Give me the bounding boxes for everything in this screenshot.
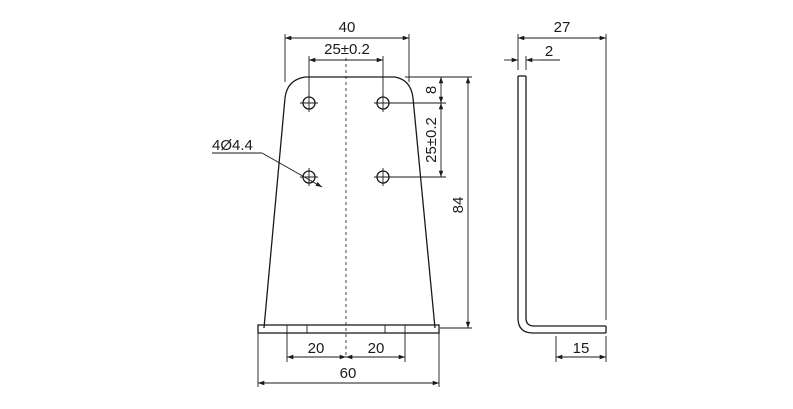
dim-label-side-foot: 15	[573, 340, 590, 357]
side-profile-outer	[517, 76, 606, 334]
dim-label-side-thickness: 2	[545, 43, 553, 60]
dimension-side-foot: 15	[555, 336, 607, 362]
mounting-hole	[374, 94, 392, 112]
dim-label-side-depth: 27	[554, 19, 571, 36]
mounting-hole	[300, 168, 318, 186]
dim-label-top-width: 40	[339, 19, 356, 36]
mounting-hole	[374, 168, 392, 186]
dimension-hole-spacing-horizontal: 25±0.2	[308, 41, 384, 96]
dim-label-hole-callout: 4Ø4.4	[212, 137, 253, 154]
side-view: 27 2 15	[504, 19, 607, 362]
dimension-side-depth: 27	[517, 19, 607, 320]
dim-label-height: 84	[450, 197, 467, 214]
dim-label-hole-spacing-vertical: 25±0.2	[423, 117, 440, 163]
base-flange	[257, 324, 440, 334]
dim-label-base-right-half: 20	[368, 340, 385, 357]
dim-label-hole-top-offset: 8	[423, 86, 440, 94]
mounting-hole	[300, 94, 318, 112]
dimension-hole-top-offset: 8	[390, 76, 446, 104]
dimension-side-thickness: 2	[504, 43, 560, 70]
dim-label-base-left-half: 20	[308, 340, 325, 357]
dimension-hole-spacing-vertical: 25±0.2	[390, 103, 446, 178]
side-profile-inner	[525, 76, 606, 327]
dimension-base-width: 60	[257, 333, 440, 387]
dim-label-base-width: 60	[340, 365, 357, 382]
dimension-top-width: 40	[284, 19, 410, 82]
front-view: 40 25±0.2 4Ø4.4 8 25±0.2	[212, 19, 472, 387]
dimension-height: 84	[415, 76, 472, 329]
dimension-base-halves: 20 20	[286, 333, 406, 362]
plate-outline	[263, 76, 436, 329]
dim-label-hole-spacing-horizontal: 25±0.2	[324, 41, 370, 58]
hole-callout: 4Ø4.4	[212, 137, 323, 188]
